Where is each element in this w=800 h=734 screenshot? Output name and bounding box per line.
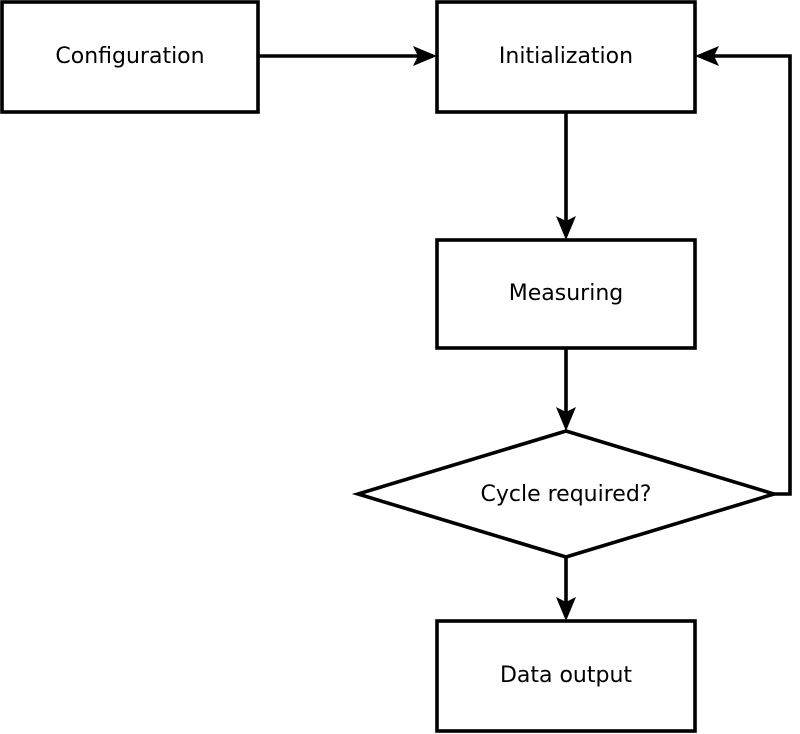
arrowhead-icon [695,46,719,66]
node-configuration-shape[interactable] [0,0,260,114]
node-data-output[interactable]: Data output [435,619,697,733]
edge-cycle-required-to-data-output [556,557,576,621]
node-configuration[interactable]: Configuration [0,0,260,114]
edge-measuring-to-cycle-required [556,348,576,431]
node-data-output-label: Data output [500,663,632,688]
node-initialization[interactable]: Initialization [435,0,697,114]
arrowhead-icon [413,46,437,66]
arrowhead-icon [556,216,576,240]
node-measuring-shape[interactable] [435,238,697,350]
node-initialization-label: Initialization [499,44,633,69]
node-cycle-required[interactable]: Cycle required? [351,429,781,559]
arrowhead-icon [556,597,576,621]
node-configuration-label: Configuration [55,44,204,69]
node-cycle-required-shape[interactable] [351,429,781,559]
node-measuring-label: Measuring [509,281,623,306]
node-layer: Configuration Initialization Measuring C… [0,0,781,733]
node-initialization-shape[interactable] [435,0,697,114]
edge-cycle-required-to-initialization-loop [695,46,792,496]
edge-configuration-to-initialization [258,46,437,66]
edge-initialization-to-measuring [556,112,576,240]
node-cycle-required-label: Cycle required? [481,482,652,507]
node-data-output-shape[interactable] [435,619,697,733]
arrowhead-icon [556,407,576,431]
node-measuring[interactable]: Measuring [435,238,697,350]
edge-line [707,54,792,496]
